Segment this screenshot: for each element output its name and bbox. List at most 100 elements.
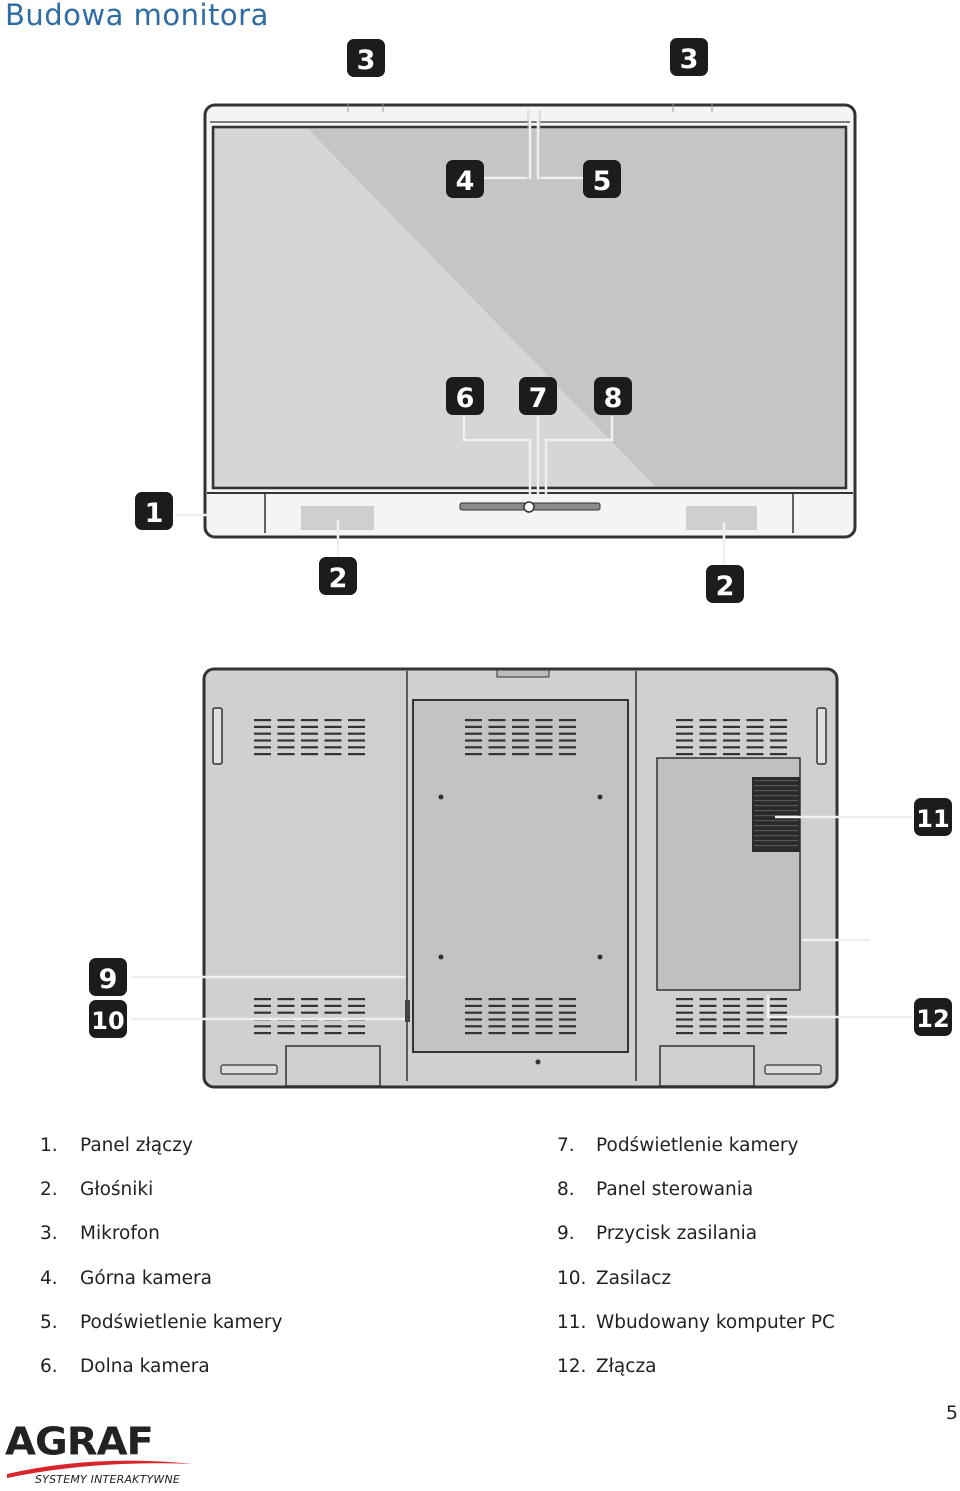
vent-slot — [488, 746, 506, 749]
vent-slot — [559, 1004, 576, 1007]
legend-item-label: Przycisk zasilania — [596, 1223, 758, 1245]
vent-slot — [559, 1018, 576, 1021]
vent-slot — [348, 739, 365, 742]
callout-6: 6 — [446, 377, 484, 415]
svg-text:2: 2 — [329, 563, 348, 594]
vent-slot — [301, 719, 318, 722]
legend-item-number: 1. — [40, 1135, 58, 1156]
vent-slot — [559, 753, 576, 756]
vent-slot — [535, 753, 553, 756]
bottom-camera-lens — [523, 501, 535, 513]
vent-slot — [699, 1018, 717, 1021]
vent-slot — [770, 998, 787, 1001]
vent-slot — [512, 1011, 529, 1014]
pc-vent-fin — [754, 840, 798, 842]
vent-slot — [512, 725, 529, 728]
vent-slot — [512, 998, 529, 1001]
vent-slot — [465, 753, 482, 756]
vent-slot — [512, 1025, 529, 1028]
vent-slot — [348, 746, 365, 749]
vent-slot — [488, 719, 506, 722]
vent-slot — [348, 725, 365, 728]
vent-slot — [512, 746, 529, 749]
vent-slot — [746, 719, 764, 722]
vent-slot — [699, 739, 717, 742]
vent-slot — [699, 725, 717, 728]
vent-slot — [770, 719, 787, 722]
vent-slot — [676, 719, 693, 722]
vent-slot — [746, 1025, 764, 1028]
svg-text:3: 3 — [680, 44, 699, 75]
vent-slot — [301, 739, 318, 742]
vent-slot — [770, 1025, 787, 1028]
vent-slot — [324, 1025, 342, 1028]
callout-11: 11 — [914, 798, 952, 836]
vent-slot — [254, 719, 271, 722]
callout-12: 12 — [914, 998, 952, 1036]
vent-slot — [488, 1004, 506, 1007]
vent-slot — [254, 1025, 271, 1028]
callout-8: 8 — [594, 377, 632, 415]
callout-1: 1 — [135, 492, 173, 530]
svg-text:7: 7 — [529, 383, 548, 414]
legend-item-label: Mikrofon — [80, 1223, 160, 1245]
vent-slot — [301, 1011, 318, 1014]
logo-wordmark: AGRAF — [5, 1420, 154, 1464]
pc-vent-fin — [754, 825, 798, 827]
vent-slot — [465, 1011, 482, 1014]
vent-slot — [676, 753, 693, 756]
vent-slot — [488, 739, 506, 742]
vent-slot — [465, 998, 482, 1001]
vent-slot — [676, 998, 693, 1001]
vent-slot — [301, 1025, 318, 1028]
vent-slot — [348, 719, 365, 722]
vent-slot — [488, 753, 506, 756]
legend-item-label: Podświetlenie kamery — [80, 1311, 283, 1333]
callout-9: 9 — [89, 958, 127, 996]
pc-vent-fin — [754, 800, 798, 802]
vent-slot — [512, 753, 529, 756]
legend-item-number: 9. — [557, 1223, 575, 1245]
vent-slot — [348, 1025, 365, 1028]
vent-slot — [301, 732, 318, 735]
legend-item-label: Złącza — [596, 1356, 657, 1377]
vent-slot — [465, 746, 482, 749]
vent-slot — [559, 1011, 576, 1014]
legend-item-number: 4. — [40, 1267, 58, 1289]
logo-tagline: SYSTEMY INTERAKTYWNE — [35, 1473, 181, 1486]
vent-slot — [324, 1011, 342, 1014]
svg-text:9: 9 — [99, 964, 118, 995]
vent-slot — [535, 746, 553, 749]
callout-3a: 3 — [347, 39, 385, 77]
vent-slot — [746, 732, 764, 735]
vent-slot — [723, 719, 740, 722]
vent-slot — [676, 1018, 693, 1021]
vent-slot — [676, 746, 693, 749]
vent-slot — [559, 1025, 576, 1028]
vent-slot — [277, 998, 295, 1001]
vent-slot — [559, 719, 576, 722]
vent-slot — [723, 739, 740, 742]
vent-slot — [559, 732, 576, 735]
vent-slot — [465, 732, 482, 735]
vent-slot — [676, 1032, 693, 1035]
back-view — [131, 667, 912, 1089]
vent-slot — [277, 732, 295, 735]
vent-slot — [535, 1025, 553, 1028]
vent-slot — [465, 719, 482, 722]
vent-slot — [324, 725, 342, 728]
vent-slot — [559, 739, 576, 742]
pc-vent-fin — [754, 845, 798, 847]
vent-slot — [254, 998, 271, 1001]
vent-slot — [277, 1025, 295, 1028]
pc-vent-fin — [754, 785, 798, 787]
vent-slot — [723, 753, 740, 756]
vent-slot — [254, 1004, 271, 1007]
vent-slot — [535, 719, 553, 722]
vent-slot — [488, 998, 506, 1001]
vent-slot — [676, 739, 693, 742]
vent-slot — [277, 1032, 295, 1035]
pc-vent-fin — [754, 790, 798, 792]
vent-slot — [348, 1011, 365, 1014]
vent-slot — [465, 739, 482, 742]
